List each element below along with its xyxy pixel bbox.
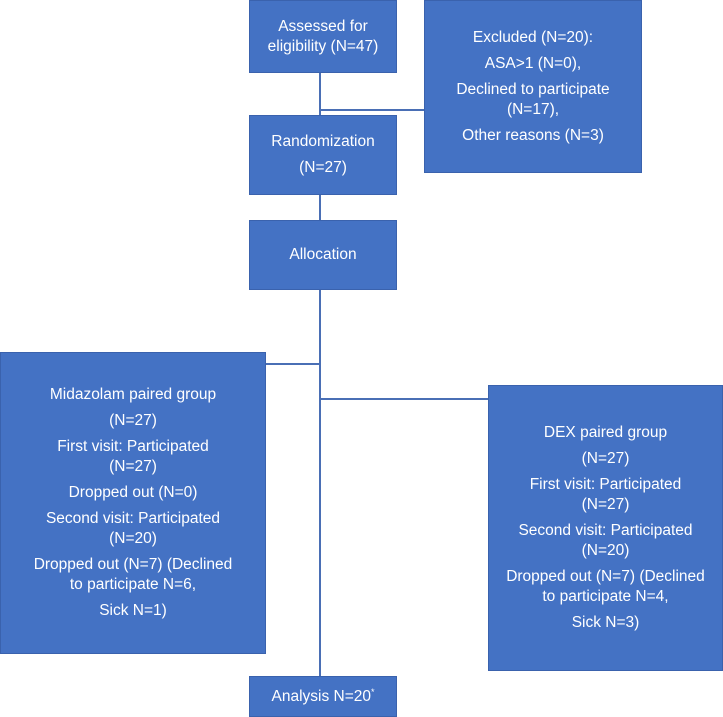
dex-line-2: (N=27) — [581, 450, 630, 467]
connector-allocation-analysis — [319, 290, 321, 676]
analysis-text: Analysis N=20* — [271, 687, 374, 707]
dex-line-8: to participate N=4, — [542, 588, 669, 605]
dex-line-1: DEX paired group — [543, 424, 668, 441]
dex-line-5: Second visit: Participated — [518, 522, 693, 539]
randomization-box: Randomization (N=27) — [249, 115, 397, 195]
midazolam-line-3: First visit: Participated — [57, 438, 209, 455]
analysis-label: Analysis N=20 — [271, 687, 371, 705]
assessed-line-2: eligibility (N=47) — [267, 37, 379, 55]
dex-box: DEX paired group (N=27) First visit: Par… — [488, 385, 723, 671]
excluded-box: Excluded (N=20): ASA>1 (N=0), Declined t… — [424, 0, 642, 173]
connector-midazolam-branch — [266, 363, 320, 365]
assessed-box: Assessed for eligibility (N=47) — [249, 0, 397, 73]
analysis-footnote-mark: * — [371, 686, 375, 697]
connector-assessed-randomization — [319, 73, 321, 115]
midazolam-line-4: (N=27) — [109, 458, 157, 475]
midazolam-line-8: Dropped out (N=7) (Declined — [33, 556, 233, 573]
randomization-line-2: (N=27) — [299, 159, 347, 176]
excluded-line-4: (N=17), — [506, 100, 560, 118]
midazolam-line-1: Midazolam paired group — [49, 386, 217, 403]
connector-assessed-excluded — [320, 109, 424, 111]
dex-line-3: First visit: Participated — [529, 476, 682, 493]
midazolam-line-10: Sick N=1) — [99, 602, 167, 619]
dex-line-4: (N=27) — [581, 496, 630, 513]
allocation-box: Allocation — [249, 220, 397, 290]
excluded-line-3: Declined to participate — [456, 80, 610, 98]
assessed-line-1: Assessed for — [278, 17, 368, 35]
midazolam-line-9: to participate N=6, — [69, 576, 197, 593]
excluded-line-1: Excluded (N=20): — [472, 28, 594, 46]
dex-line-9: Sick N=3) — [571, 614, 640, 631]
midazolam-line-7: (N=20) — [109, 530, 157, 547]
excluded-line-5: Other reasons (N=3) — [462, 126, 604, 144]
midazolam-box: Midazolam paired group (N=27) First visi… — [0, 352, 266, 654]
midazolam-line-5: Dropped out (N=0) — [68, 484, 198, 501]
dex-line-7: Dropped out (N=7) (Declined — [506, 568, 705, 585]
midazolam-line-6: Second visit: Participated — [45, 510, 221, 527]
midazolam-line-2: (N=27) — [109, 412, 157, 429]
connector-randomization-allocation — [319, 195, 321, 220]
excluded-line-2: ASA>1 (N=0), — [484, 54, 582, 72]
allocation-label: Allocation — [289, 246, 357, 263]
randomization-line-1: Randomization — [271, 133, 375, 150]
dex-line-6: (N=20) — [581, 542, 630, 559]
connector-dex-branch — [320, 398, 488, 400]
analysis-box: Analysis N=20* — [249, 676, 397, 717]
